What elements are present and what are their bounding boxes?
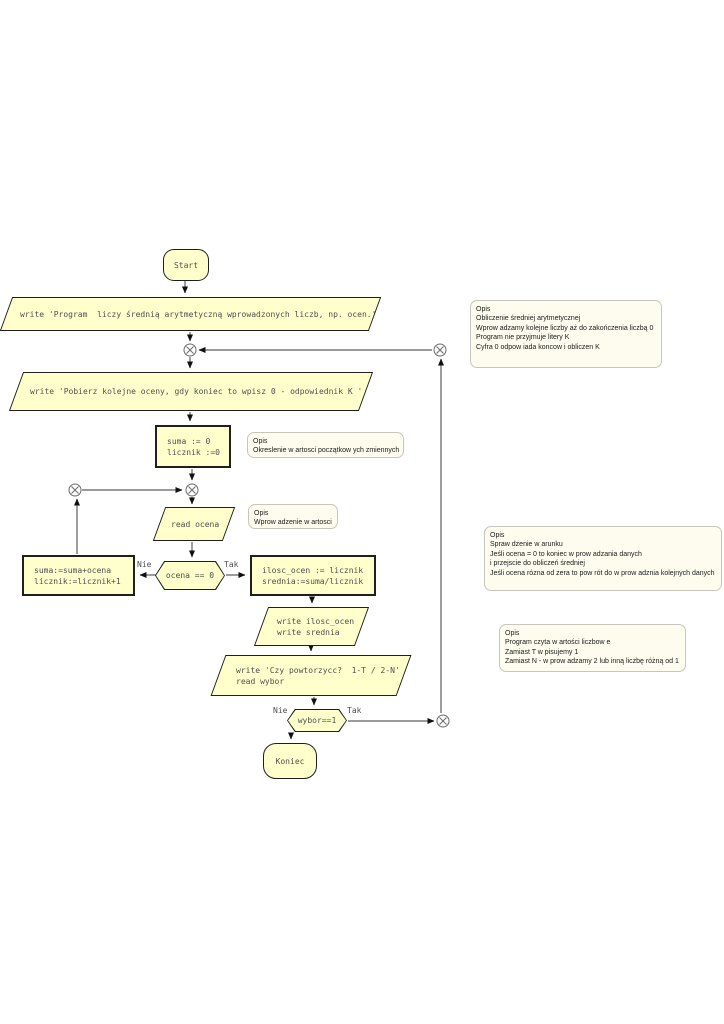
note-init: Opis Okreslenie w artosci początkow ych … (247, 432, 404, 458)
note-line: Wprow adzamy kolejne liczby aż do zakońc… (476, 324, 654, 332)
note-repeat: Opis Program czyta w artości liczbow e Z… (499, 624, 686, 672)
note-line: Program nie przyjmuje litery K (476, 334, 570, 342)
note-title: Opis (476, 306, 491, 313)
decision-ocena[interactable]: ocena == 0 (155, 561, 225, 590)
io-prompt-message[interactable]: write 'Pobierz kolejne oceny, gdy koniec… (8, 372, 374, 411)
note-line: Cyfra 0 odpow iada koncow i obliczen K (476, 343, 600, 351)
note-title: Opis (490, 532, 505, 539)
edge-label-nie-1: Nie (137, 560, 152, 569)
decision-ocena-label: ocena == 0 (165, 571, 215, 580)
io-read-ocena[interactable]: read ocena (152, 507, 236, 541)
process-init[interactable]: suma := 0 licznik :=0 (155, 425, 231, 468)
process-accumulate[interactable]: suma:=suma+ocena licznik:=licznik+1 (22, 555, 135, 596)
note-title: Opis (505, 630, 520, 637)
edge-label-tak-1: Tak (224, 560, 239, 569)
process-accumulate-line2: licznik:=licznik+1 (34, 576, 121, 586)
io-read-label: read ocena (171, 519, 220, 529)
note-line: Okreslenie w artosci początkow ych zmien… (253, 447, 400, 455)
process-compute-line1: ilosc_ocen := licznik (262, 565, 364, 575)
hexagon-fill (156, 562, 224, 589)
edge-label-nie-2: Nie (273, 706, 288, 715)
note-line: Jeśli ocena = 0 to koniec w prow adzania… (490, 550, 642, 558)
io-ask-repeat[interactable]: write 'Czy powtorzycc? 1-T / 2-N' read w… (210, 655, 412, 696)
junction-c-icon (185, 483, 199, 497)
note-read: Opis Wprow adzenie w artosci (248, 504, 338, 529)
note-line: Wprow adzenie w artosci (254, 519, 332, 527)
io-prompt-label: write 'Pobierz kolejne oceny, gdy koniec… (30, 387, 363, 396)
note-title: Opis (253, 438, 268, 445)
start-node[interactable]: Start (163, 249, 209, 281)
io-output-line1: write ilosc_ocen (277, 616, 355, 626)
io-intro-message[interactable]: write 'Program liczy średnią arytmetyczn… (0, 297, 382, 331)
end-label: Koniec (275, 756, 305, 766)
note-line: Zamiast T w pisujemy 1 (505, 648, 579, 656)
process-accumulate-line1: suma:=suma+ocena (34, 565, 112, 575)
io-ask-line2: read wybor (236, 676, 285, 686)
io-output-results[interactable]: write ilosc_ocen write srednia (253, 607, 370, 646)
note-line: Spraw dzenie w arunku (490, 541, 563, 549)
junction-b-icon (68, 483, 82, 497)
decision-wybor[interactable]: wybor==1 (287, 709, 347, 732)
note-line: Jeśli ocena rózna od zera to pow rót do … (490, 569, 715, 577)
io-intro-label: write 'Program liczy średnią arytmetyczn… (20, 309, 377, 319)
junction-a-icon (183, 343, 197, 357)
note-title: Opis (254, 510, 269, 517)
note-line: i przejscie do obliczeń średniej (490, 560, 585, 568)
io-output-line2: write srednia (277, 627, 340, 637)
junction-d-icon (436, 714, 450, 728)
hexagon-fill (288, 710, 346, 731)
process-compute[interactable]: ilosc_ocen := licznik srednia:=suma/licz… (250, 555, 376, 596)
note-decision: Opis Spraw dzenie w arunku Jeśli ocena =… (484, 526, 722, 591)
start-label: Start (173, 260, 199, 270)
note-intro: Opis Obliczenie średniej arytmetycznej W… (470, 300, 662, 368)
note-line: Obliczenie średniej arytmetycznej (476, 315, 581, 323)
note-line: Program czyta w artości liczbow e (505, 639, 611, 647)
junction-e-icon (433, 343, 447, 357)
process-init-line1: suma := 0 (167, 436, 211, 446)
io-ask-line1: write 'Czy powtorzycc? 1-T / 2-N' (236, 665, 400, 675)
decision-wybor-label: wybor==1 (297, 716, 337, 725)
process-compute-line2: srednia:=suma/licznik (262, 576, 364, 586)
end-node[interactable]: Koniec (263, 743, 317, 779)
process-init-line2: licznik :=0 (167, 447, 220, 457)
edge-label-tak-2: Tak (347, 706, 362, 715)
note-line: Zamiast N - w prow adzamy 2 lub inną lic… (505, 658, 679, 666)
